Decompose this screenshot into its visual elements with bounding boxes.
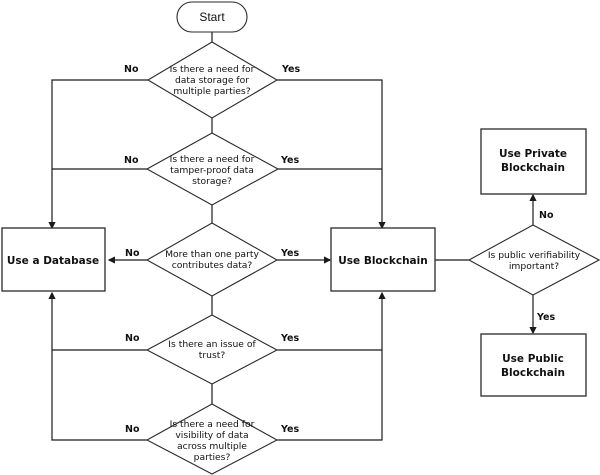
decision-d4: Is there an issue of trust? (145, 314, 279, 385)
start-label: Start (199, 10, 225, 24)
decision-d6: Is public verifiability important? (467, 224, 600, 296)
decision-text-line: Is there a need for (170, 64, 255, 75)
label-d3-yes: Yes (280, 248, 299, 259)
label-d4-yes: Yes (280, 333, 299, 344)
label-d4-no: No (125, 333, 140, 344)
decision-text-line: tamper-proof data (170, 165, 254, 176)
decision-text-line: across multiple (177, 441, 247, 452)
connector-d5-yes (277, 291, 386, 441)
decision-d3: More than one party contributes data? (145, 222, 279, 297)
decision-text-line: Is there an issue of (168, 339, 256, 350)
action-label: Use a Database (7, 255, 99, 267)
label-d5-no: No (125, 424, 140, 435)
label-d6-yes: Yes (536, 312, 555, 323)
start-terminator: Start (176, 1, 248, 33)
action-label: Use Private (499, 148, 567, 160)
action-use-blockchain: Use Blockchain (330, 227, 436, 292)
decision-text-line: storage? (192, 176, 232, 187)
connectors (48, 32, 537, 441)
label-d5-yes: Yes (280, 424, 299, 435)
label-d1-no: No (124, 64, 139, 75)
label-d3-no: No (125, 248, 140, 259)
decision-text-line: multiple parties? (173, 86, 250, 97)
decision-d1: Is there a need for data storage for mul… (146, 41, 279, 119)
decision-text-line: trust? (199, 350, 226, 361)
decision-text-line: data storage for (175, 75, 249, 86)
action-label: Use Public (502, 353, 564, 365)
decision-d2: Is there a need for tamper-proof data st… (145, 132, 280, 206)
decision-text-line: More than one party (165, 249, 259, 260)
connector-d1-yes (277, 79, 386, 230)
decision-text-line: important? (509, 261, 559, 272)
label-d1-yes: Yes (281, 64, 300, 75)
action-label: Blockchain (501, 162, 565, 174)
decision-text-line: Is there a need for (170, 419, 255, 430)
decision-text-line: visibility of data (175, 430, 248, 441)
decision-d5: Is there a need for visibility of data a… (145, 403, 279, 475)
label-d2-no: No (124, 155, 139, 166)
label-d6-no: No (539, 210, 554, 221)
action-use-public-blockchain: Use Public Blockchain (480, 333, 587, 397)
decision-text-line: Is there a need for (170, 154, 255, 165)
decision-text-line: parties? (194, 452, 231, 463)
action-use-private-blockchain: Use Private Blockchain (480, 128, 587, 195)
decision-text-line: Is public verifiability (488, 250, 581, 261)
action-use-database: Use a Database (1, 227, 106, 292)
connector-d5-no (48, 291, 147, 441)
action-label: Blockchain (501, 367, 565, 379)
label-d2-yes: Yes (280, 155, 299, 166)
connector-d1-no (48, 79, 148, 230)
action-label: Use Blockchain (338, 255, 427, 267)
decision-text-line: contributes data? (172, 260, 253, 271)
